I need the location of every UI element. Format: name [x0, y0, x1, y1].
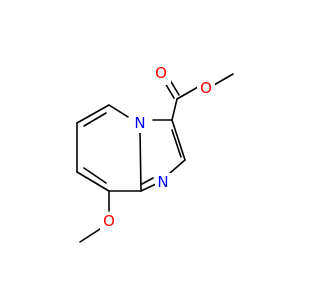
bond-c5-c6 — [76, 104, 110, 124]
bond-c3-c2 — [171, 119, 186, 161]
bond-nbridge-c5 — [108, 104, 129, 118]
atom-label-layer: O O N N O — [100, 64, 215, 231]
bond-c5-c6-inner — [83, 112, 107, 127]
atom-label-o-ester: O — [200, 79, 212, 97]
bond-c7-c8 — [76, 171, 110, 192]
bond-c2-n1 — [169, 159, 186, 174]
bond-n1-c8a-inner — [141, 177, 154, 185]
atom-label-o-carbonyl: O — [155, 64, 167, 82]
bond-methoxy-o-methyl — [79, 228, 101, 243]
atom-label-n-imine: N — [157, 173, 168, 191]
bond-c3-c2-inner — [171, 129, 182, 158]
bond-n1-c8a — [140, 183, 157, 192]
atom-label-o-methoxy: O — [103, 212, 115, 230]
bond-carbonyl-c3 — [171, 98, 178, 121]
atom-label-n-bridge: N — [134, 114, 145, 132]
bond-carbonyl-double-a — [164, 82, 175, 99]
bond-carbonyl-double-b — [169, 79, 180, 96]
bond-nbridge-c8a — [139, 130, 142, 192]
bond-c7-c8-inner — [83, 167, 107, 184]
bond-layer — [76, 73, 234, 243]
molecule-structure: O O N N O — [76, 64, 234, 243]
bond-ester-o-carbonyl-c — [176, 86, 199, 100]
bond-methyl-ester-o — [213, 73, 234, 86]
